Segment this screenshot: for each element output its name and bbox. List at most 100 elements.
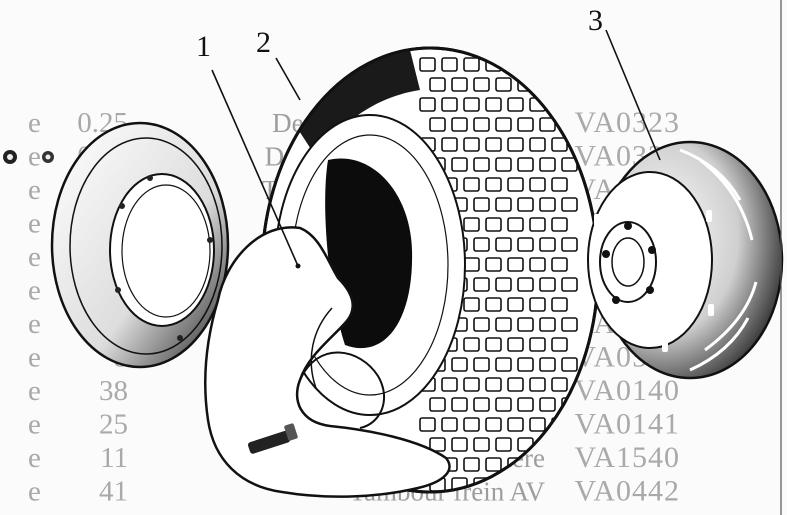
tread-block (463, 457, 480, 472)
tread-block (551, 217, 568, 232)
tread-block (463, 97, 480, 112)
bleed-unit: e (28, 409, 41, 441)
tread-block (485, 417, 502, 432)
tread-block (507, 177, 524, 192)
leader-lines (211, 29, 661, 267)
tread-block (485, 297, 502, 312)
tread-block (463, 417, 480, 432)
callout-2: 2 (256, 26, 271, 59)
tread-block (507, 337, 524, 352)
tread-block (463, 217, 480, 232)
tread-block (539, 317, 556, 332)
tread-block (507, 217, 524, 232)
tread-block (485, 217, 502, 232)
tread-block (451, 397, 468, 412)
tread-block (473, 397, 490, 412)
tread-block (551, 337, 568, 352)
tread-block (473, 157, 490, 172)
tread-block (517, 357, 534, 372)
bleed-unit: e (28, 241, 41, 273)
tread-block (473, 197, 490, 212)
tread-block (529, 137, 546, 152)
tread-block (429, 437, 446, 452)
tread-block (451, 157, 468, 172)
tread-block (551, 97, 568, 112)
tread-block (451, 77, 468, 92)
tread-block (551, 257, 568, 272)
tread-block (485, 457, 502, 472)
tread-block (485, 257, 502, 272)
tread-block (473, 117, 490, 132)
bleed-unit: e (28, 375, 41, 407)
tread-block (561, 357, 578, 372)
callout-1: 1 (196, 30, 211, 63)
bleed-code: VA1540 (575, 441, 680, 474)
tread-block (507, 257, 524, 272)
tread-block (529, 337, 546, 352)
tread-block (429, 397, 446, 412)
tread-block (463, 177, 480, 192)
tread-block (495, 237, 512, 252)
tread-block (517, 397, 534, 412)
tread-block (517, 117, 534, 132)
tread-block (517, 157, 534, 172)
tread-block (539, 157, 556, 172)
rim-half (50, 121, 230, 369)
tread-block (507, 417, 524, 432)
tread-block (495, 117, 512, 132)
tread-block (441, 97, 458, 112)
tread-block (539, 237, 556, 252)
tread-block (419, 417, 436, 432)
tread-block (419, 57, 436, 72)
tread-block (539, 117, 556, 132)
bleed-unit: e (28, 174, 41, 206)
bleed-unit: e (28, 141, 41, 173)
bleed-unit: e (28, 275, 41, 307)
tread-block (495, 277, 512, 292)
bleed-code: VA0141 (575, 408, 680, 441)
tread-block (551, 177, 568, 192)
tread-block (495, 357, 512, 372)
tread-block (495, 317, 512, 332)
tread-block (473, 357, 490, 372)
tread-block (485, 137, 502, 152)
tread-block (529, 57, 546, 72)
bleed-unit: e (28, 476, 41, 508)
tread-block (507, 57, 524, 72)
nut-left (3, 150, 17, 164)
tread-block (551, 57, 568, 72)
tread-block (485, 97, 502, 112)
tread-block (463, 337, 480, 352)
tread-block (539, 197, 556, 212)
tread-block (441, 417, 458, 432)
tread-block (419, 97, 436, 112)
tread-block (495, 197, 512, 212)
bleed-unit: e (28, 308, 41, 340)
bleed-number: 11 (100, 442, 128, 474)
bleed-unit: e (28, 442, 41, 474)
tread-block (539, 397, 556, 412)
inner-tube (204, 226, 451, 498)
tread-block (495, 437, 512, 452)
bleed-unit: e (28, 342, 41, 374)
bleed-code: VA0323 (575, 106, 680, 139)
tread-block (529, 217, 546, 232)
tread-block (517, 277, 534, 292)
tread-block (463, 57, 480, 72)
tread-block (451, 117, 468, 132)
tread-block (539, 357, 556, 372)
tread-block (441, 137, 458, 152)
callout-3: 3 (588, 4, 603, 37)
tread-block (517, 197, 534, 212)
tread-block (507, 137, 524, 152)
tread-block (539, 277, 556, 292)
tread-block (441, 377, 458, 392)
brake-drum (587, 140, 784, 380)
bleed-number: 41 (99, 476, 128, 508)
nut-right (42, 151, 54, 163)
tread-block (463, 137, 480, 152)
tread-block (495, 77, 512, 92)
tread-block (463, 297, 480, 312)
tread-block (517, 317, 534, 332)
